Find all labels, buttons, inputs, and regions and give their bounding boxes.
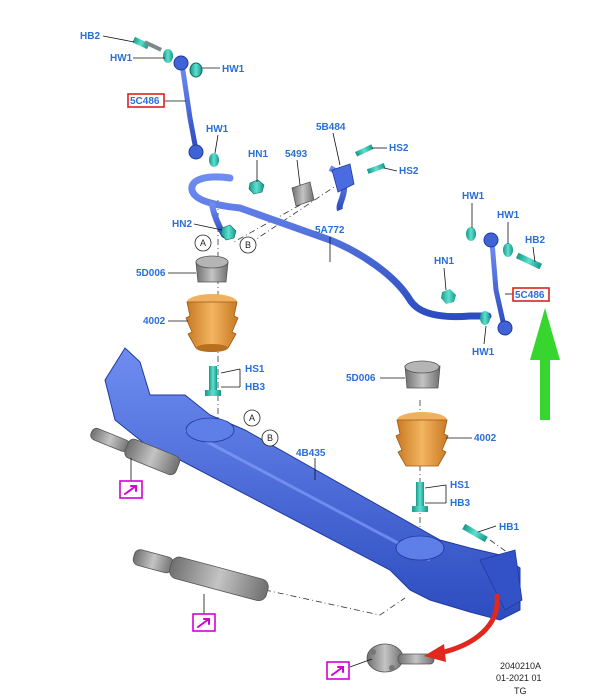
- label-hs2-a: HS2: [389, 143, 409, 154]
- bolt-hs1-right: [412, 482, 428, 512]
- label-5d006-left: 5D006: [136, 268, 166, 279]
- svg-text:A: A: [200, 238, 206, 248]
- label-hw1-right-a: HW1: [462, 191, 485, 202]
- label-link-right: 5C486: [515, 290, 545, 301]
- label-hw1-right-b: HW1: [497, 210, 520, 221]
- nut-hn1-mid: [248, 179, 265, 195]
- highlight-link-right: [512, 287, 550, 302]
- reference-arrow-icon[interactable]: [119, 480, 143, 499]
- label-link-left: 5C486: [130, 96, 160, 107]
- label-hs2-b: HS2: [399, 166, 419, 177]
- marker-b-top: B: [239, 236, 257, 254]
- stabilizer-link-left: [173, 55, 204, 160]
- label-hn1-mid: HN1: [248, 149, 268, 160]
- label-hb2-right: HB2: [525, 235, 545, 246]
- footer-code: 2040210A: [500, 661, 541, 671]
- svg-text:B: B: [245, 240, 251, 250]
- green-up-arrow-icon: [530, 308, 560, 420]
- washer-hw1-top-right: [189, 62, 203, 78]
- reference-arrow-icon[interactable]: [326, 661, 350, 680]
- label-5b484: 5B484: [316, 122, 346, 133]
- label-5493: 5493: [285, 149, 308, 160]
- nut-hn2: [220, 224, 237, 241]
- marker-b-axle: B: [261, 429, 279, 447]
- label-hb1: HB1: [499, 522, 519, 533]
- red-curved-arrow-icon: [424, 593, 500, 662]
- label-hw1-top-left: HW1: [110, 53, 133, 64]
- marker-a-axle: A: [243, 409, 261, 427]
- label-hw1-top-right: HW1: [222, 64, 245, 75]
- highlight-link-left: [127, 93, 165, 108]
- bolt-hb2-top: [132, 36, 163, 52]
- wheel-hub-spindle: [366, 643, 435, 673]
- bar-bushing-5493: [291, 181, 315, 207]
- label-4002-right: 4002: [474, 433, 497, 444]
- washer-hw1-mid: [209, 153, 219, 167]
- footer-initials: TG: [514, 686, 527, 696]
- bump-stop-cap-left: [195, 255, 229, 283]
- marker-a-top: A: [194, 234, 212, 252]
- bolt-hs1-left: [205, 366, 221, 396]
- bar-clamp-5b484: [331, 163, 355, 193]
- label-hb3-left: HB3: [245, 382, 265, 393]
- washer-hw1-right-b: [503, 243, 513, 257]
- label-hn1-right: HN1: [434, 256, 454, 267]
- footer-date: 01-2021 01: [496, 673, 542, 683]
- bump-stop-right: [395, 412, 449, 467]
- washer-hw1-right-a: [466, 227, 476, 241]
- bolt-hs2-b: [366, 163, 386, 174]
- bolt-hb1: [462, 523, 488, 543]
- leader-lines: [102, 35, 536, 668]
- svg-text:B: B: [267, 433, 273, 443]
- washer-hw1-right-bottom: [480, 311, 490, 325]
- bump-stop-cap-right: [404, 360, 441, 389]
- bolt-hb2-right: [515, 252, 543, 270]
- reference-arrow-icon[interactable]: [192, 613, 216, 632]
- nut-hn1-right: [441, 289, 456, 304]
- label-hw1-right-bottom: HW1: [472, 347, 495, 358]
- label-hs1-left: HS1: [245, 364, 265, 375]
- label-hn2: HN2: [172, 219, 192, 230]
- shock-absorber-right: [132, 549, 269, 602]
- stabilizer-link-right: [483, 232, 513, 336]
- bump-stop-left: [185, 294, 239, 352]
- label-5d006-right: 5D006: [346, 373, 376, 384]
- washer-hw1-top-left: [163, 49, 173, 63]
- bolt-hs2-a: [354, 144, 374, 157]
- label-hb3-right: HB3: [450, 498, 470, 509]
- svg-text:A: A: [249, 413, 255, 423]
- shock-absorber-left: [90, 427, 180, 476]
- label-4002-left: 4002: [143, 316, 166, 327]
- label-axle: 4B435: [296, 448, 326, 459]
- label-hb2-top: HB2: [80, 31, 100, 42]
- label-hs1-right: HS1: [450, 480, 470, 491]
- label-hw1-mid: HW1: [206, 124, 229, 135]
- label-5a772: 5A772: [315, 225, 345, 236]
